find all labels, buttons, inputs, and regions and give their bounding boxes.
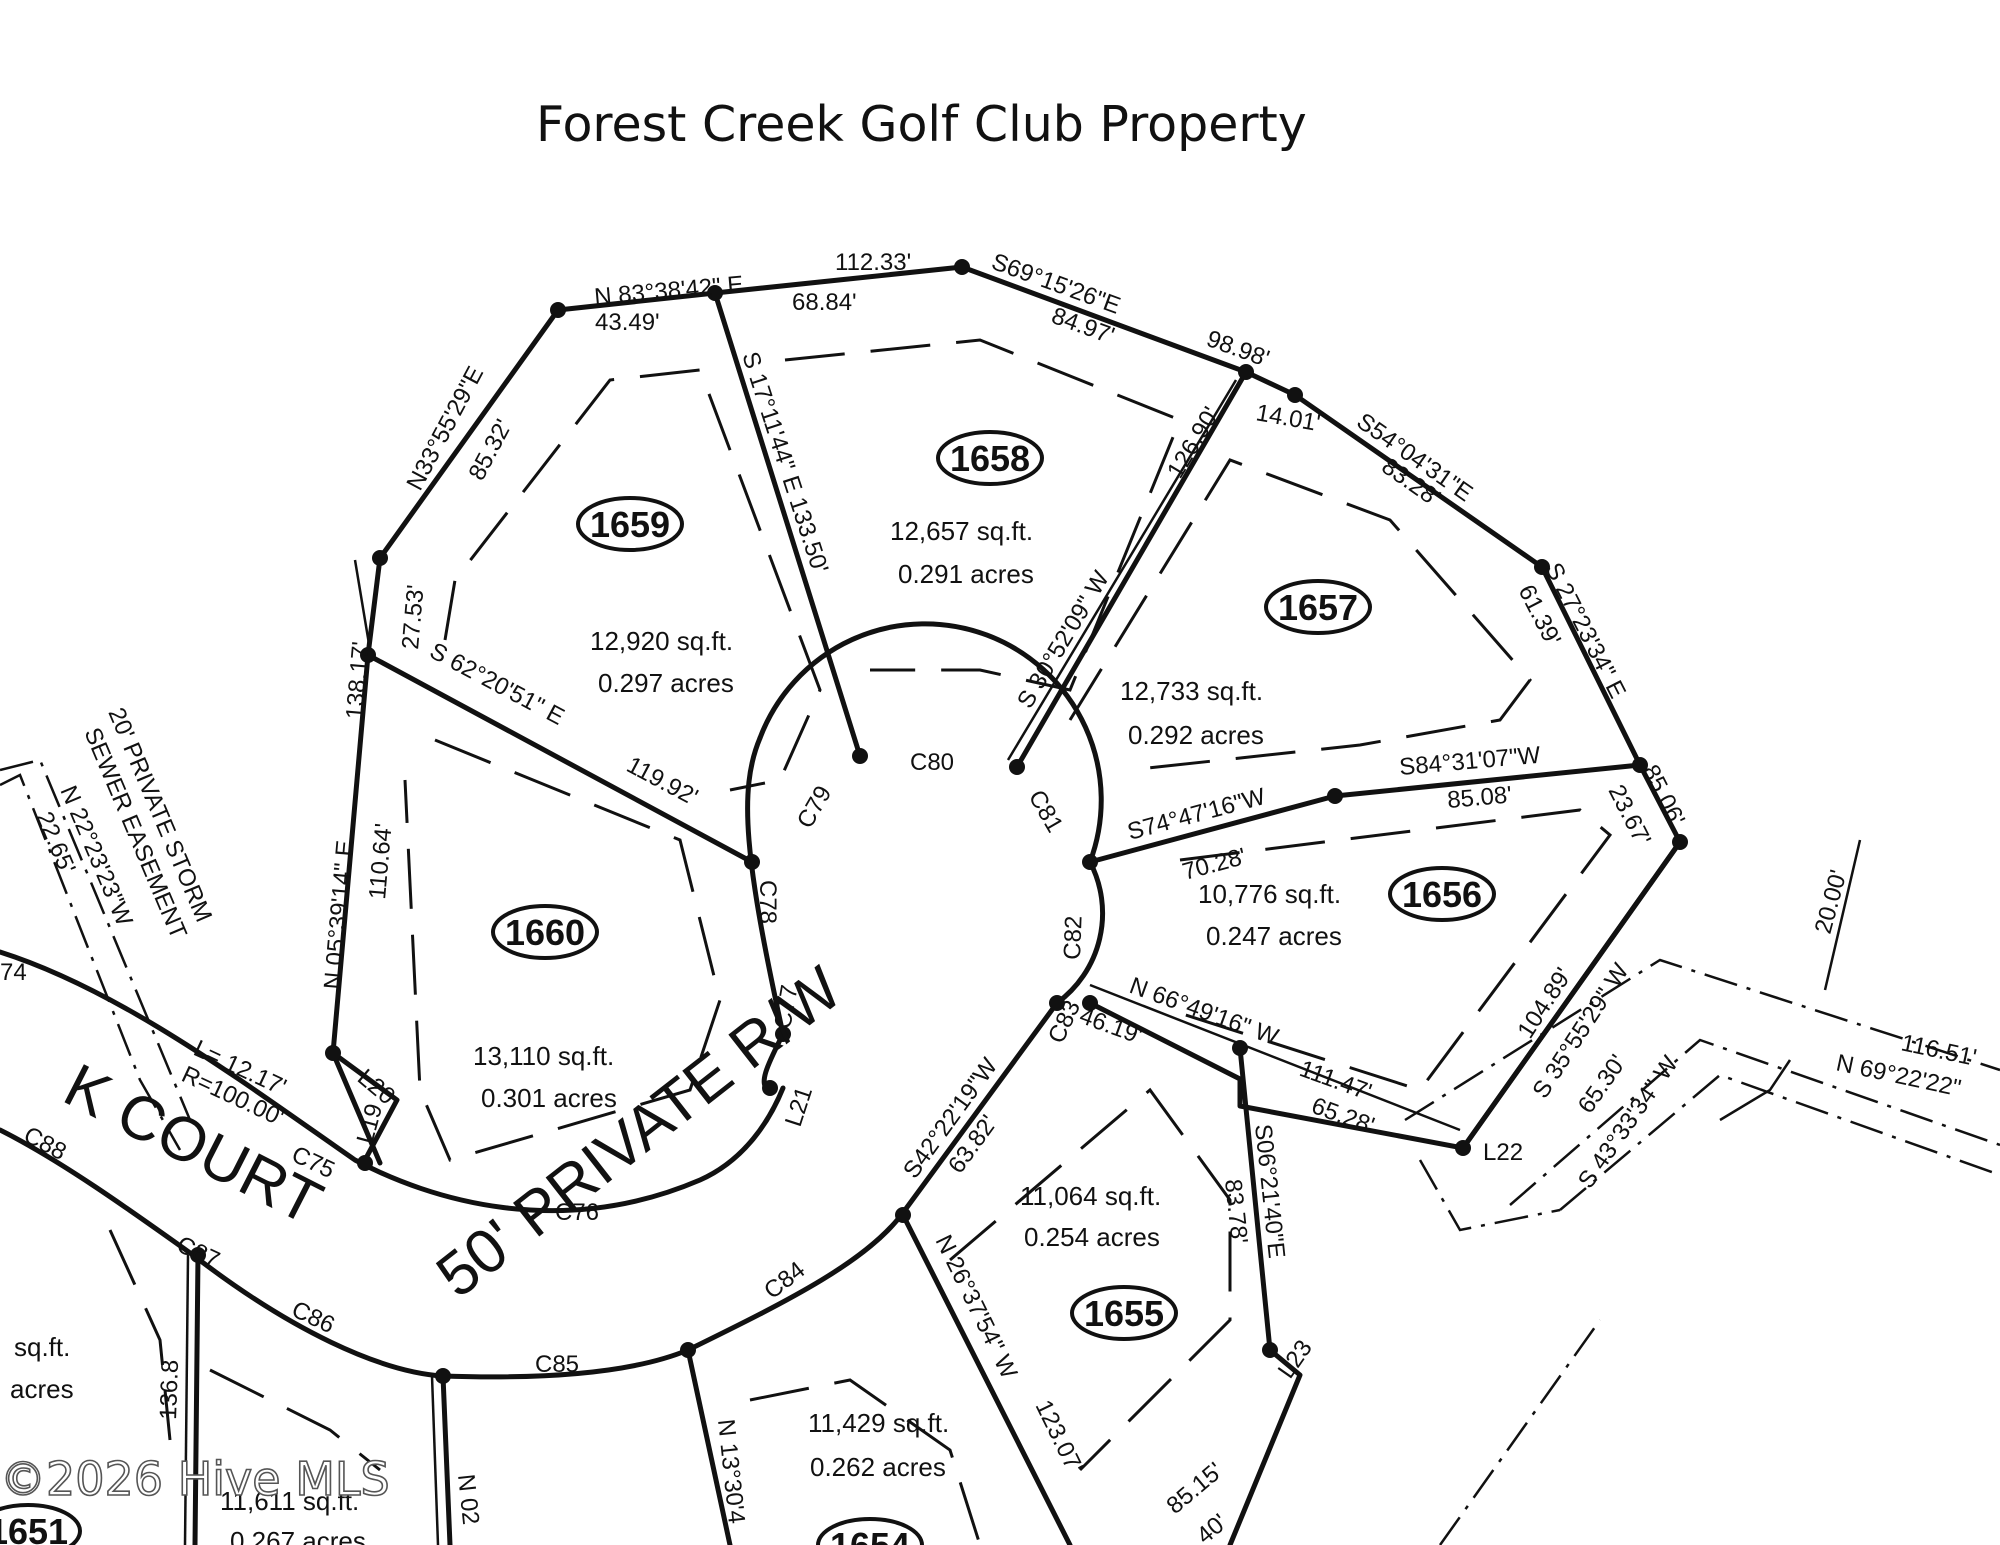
lot-sqft: sq.ft.: [14, 1332, 70, 1362]
svg-text:N 13°30'4: N 13°30'4: [712, 1418, 750, 1525]
svg-text:74: 74: [0, 959, 27, 986]
lot-1658[interactable]: 1658 12,657 sq.ft. 0.291 acres: [890, 430, 1044, 589]
svg-text:83.78': 83.78': [1219, 1178, 1253, 1245]
lot-sqft: 12,920 sq.ft.: [590, 626, 733, 656]
svg-text:C80: C80: [910, 749, 954, 776]
svg-text:C78: C78: [754, 880, 781, 924]
svg-text:85.15': 85.15': [1162, 1457, 1229, 1519]
lot-number: 1657: [1278, 587, 1358, 628]
svg-text:46.19': 46.19': [1076, 1002, 1146, 1049]
svg-text:S 62°20'51" E: S 62°20'51" E: [425, 637, 568, 730]
svg-text:27.53': 27.53': [397, 584, 430, 651]
svg-text:C82: C82: [1059, 915, 1088, 960]
svg-text:85.08': 85.08': [1446, 781, 1513, 814]
svg-text:119.92': 119.92': [622, 751, 702, 811]
svg-text:S74°47'16"W: S74°47'16"W: [1125, 783, 1269, 846]
lot-acres: 0.292 acres: [1128, 720, 1264, 750]
lot-number: 1655: [1084, 1293, 1164, 1334]
lot-acres: 0.254 acres: [1024, 1222, 1160, 1252]
lot-sqft: 11,064 sq.ft.: [1020, 1181, 1161, 1211]
lot-acres: 0.301 acres: [481, 1083, 617, 1113]
lot-acres: 0.291 acres: [898, 559, 1034, 589]
corner-points: [190, 259, 1688, 1384]
svg-text:L22: L22: [1483, 1139, 1523, 1166]
lot-sqft: 11,429 sq.ft.: [808, 1408, 949, 1438]
easement-label: 20' PRIVATE STORM SEWER EASEMENT N 22°23…: [0, 704, 290, 1132]
lot-number: 1659: [590, 504, 670, 545]
row-north-edge: [0, 949, 786, 1214]
lot-sqft: 12,733 sq.ft.: [1120, 676, 1263, 706]
lot-1660[interactable]: 1660 13,110 sq.ft. 0.301 acres: [473, 904, 617, 1113]
cul-de-sac-inner: [745, 735, 786, 1093]
setback-lines: [108, 338, 1613, 1545]
lot-sqft: 12,657 sq.ft.: [890, 516, 1033, 546]
lot-1654[interactable]: 1654 11,429 sq.ft. 0.262 acres: [808, 1408, 949, 1545]
easement-lines: [0, 758, 2000, 1545]
svg-text:N 02: N 02: [452, 1473, 484, 1526]
lot-number: 1651: [0, 1511, 68, 1545]
svg-text:N 83°38'42" E: N 83°38'42" E: [593, 271, 744, 311]
svg-text:C85: C85: [535, 1351, 579, 1378]
svg-text:L23: L23: [1273, 1335, 1318, 1383]
bearing-labels: N 83°38'42" E 112.33' 43.49' 68.84' S69°…: [155, 248, 1979, 1545]
lot-1651[interactable]: 1651 11,611 sq.ft. 0.267 acres: [0, 1486, 366, 1545]
lot-acres: 0.297 acres: [598, 668, 734, 698]
lot-sqft: 10,776 sq.ft.: [1198, 879, 1341, 909]
cul-de-sac-outline: [757, 621, 1106, 1006]
svg-text:N 05°39'14" E: N 05°39'14" E: [319, 839, 359, 990]
svg-text:85.32': 85.32': [463, 415, 517, 485]
svg-text:110.64': 110.64': [364, 822, 398, 900]
lot-1659[interactable]: 1659 12,920 sq.ft. 0.297 acres: [576, 496, 734, 698]
svg-text:S 17°11'44" E 133.50': S 17°11'44" E 133.50': [736, 349, 833, 577]
svg-text:S 43°33'34" W: S 43°33'34" W: [1573, 1051, 1684, 1194]
svg-text:138.17': 138.17': [341, 640, 375, 720]
lot-number: 1658: [950, 438, 1030, 479]
lot-acres: 0.267 acres: [230, 1526, 366, 1545]
watermark: ©2026 Hive MLS: [0, 1451, 391, 1507]
page-title: Forest Creek Golf Club Property: [536, 96, 1307, 153]
svg-text:N 66°49'16" W: N 66°49'16" W: [1126, 972, 1282, 1051]
svg-text:98.98': 98.98': [1203, 325, 1273, 372]
lot-sqft: 11,611 sq.ft.: [220, 1486, 359, 1516]
lot-number: 1654: [830, 1525, 910, 1545]
lot-sqft: 13,110 sq.ft.: [473, 1041, 614, 1071]
svg-text:136.8: 136.8: [155, 1359, 184, 1420]
lot-1656[interactable]: 1656 10,776 sq.ft. 0.247 acres: [1198, 866, 1496, 951]
lot-number: 1660: [505, 912, 585, 953]
svg-text:C88: C88: [19, 1121, 71, 1166]
svg-text:43.49': 43.49': [595, 309, 660, 336]
svg-text:L21: L21: [780, 1083, 818, 1129]
svg-text:40': 40': [1192, 1509, 1233, 1545]
svg-text:C79: C79: [792, 781, 837, 833]
svg-text:C81: C81: [1023, 786, 1068, 838]
svg-text:C76: C76: [555, 1199, 599, 1226]
svg-text:112.33': 112.33': [835, 249, 911, 276]
lot-acres: acres: [10, 1374, 74, 1404]
lot-partial-west[interactable]: sq.ft. acres: [10, 1332, 74, 1404]
lot-acres: 0.262 acres: [810, 1452, 946, 1482]
svg-text:123.07': 123.07': [1030, 1396, 1088, 1478]
lot-1655[interactable]: 1655 11,064 sq.ft. 0.254 acres: [1020, 1181, 1178, 1341]
svg-text:68.84': 68.84': [792, 289, 857, 316]
svg-text:C84: C84: [759, 1256, 810, 1304]
lot-1657[interactable]: 1657 12,733 sq.ft. 0.292 acres: [1120, 579, 1372, 750]
lot-number: 1656: [1402, 874, 1482, 915]
lot-acres: 0.247 acres: [1206, 921, 1342, 951]
